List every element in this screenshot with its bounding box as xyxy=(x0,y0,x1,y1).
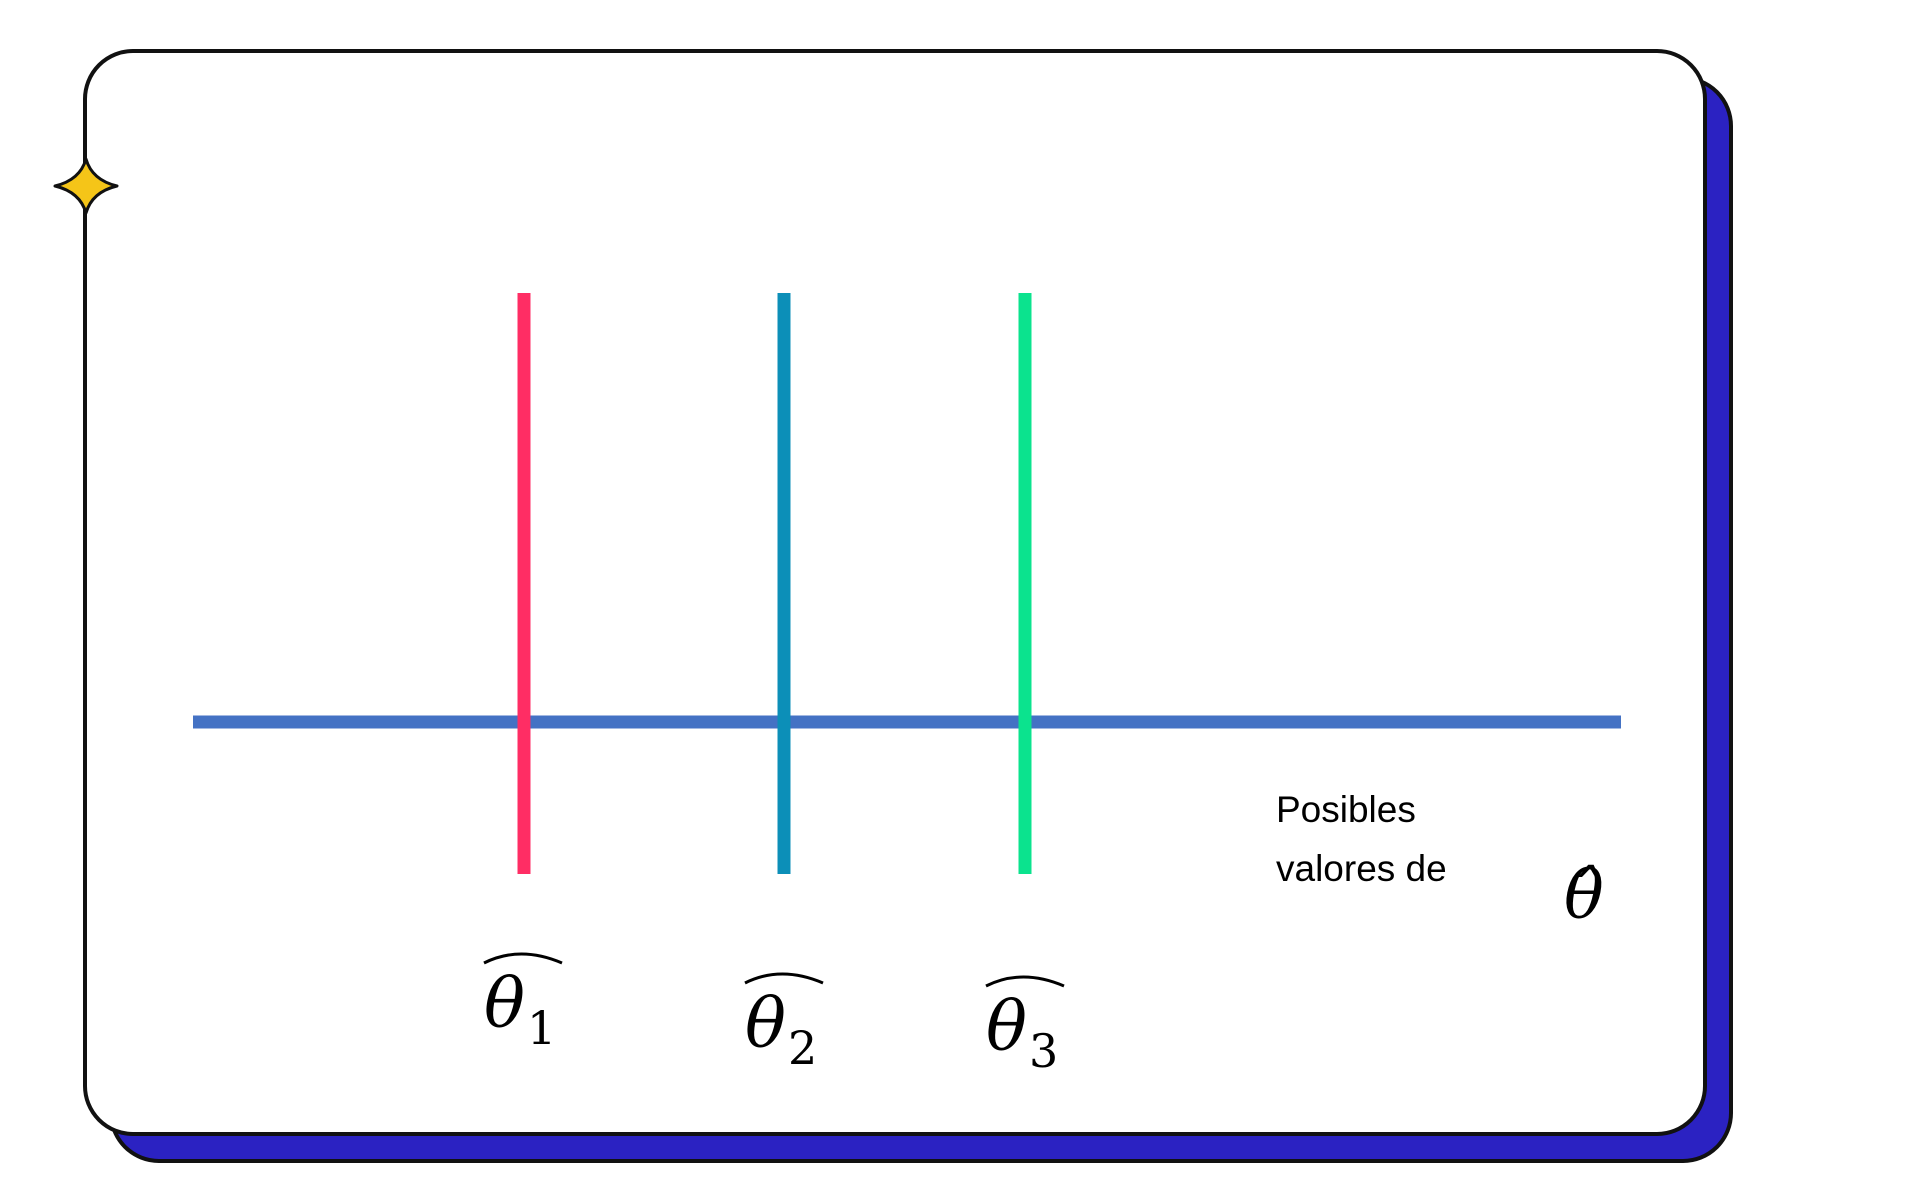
theta-symbol-2: θ xyxy=(745,985,786,1064)
theta-subscript-1: 1 xyxy=(527,1001,556,1055)
wide-hat-1 xyxy=(483,952,563,965)
theta-subscript-3: 3 xyxy=(1029,1024,1058,1078)
card xyxy=(83,49,1707,1136)
theta-subscript-2: 2 xyxy=(788,1021,817,1075)
theta-hat-symbol: θ̂ xyxy=(1564,857,1604,934)
estimator-label-2: θ 2 xyxy=(744,972,824,1075)
estimator-label-1: θ 1 xyxy=(483,952,563,1055)
theta-symbol-3: θ xyxy=(986,988,1027,1067)
wide-hat-2 xyxy=(744,972,824,985)
sparkle-star-icon xyxy=(53,157,119,215)
axis-caption-line-2: valores de xyxy=(1276,848,1447,889)
theta-symbol-1: θ xyxy=(484,965,525,1044)
wide-hat-3 xyxy=(985,975,1065,988)
estimator-label-3: θ 3 xyxy=(985,975,1065,1078)
axis-caption-line-1: Posibles xyxy=(1276,789,1416,830)
